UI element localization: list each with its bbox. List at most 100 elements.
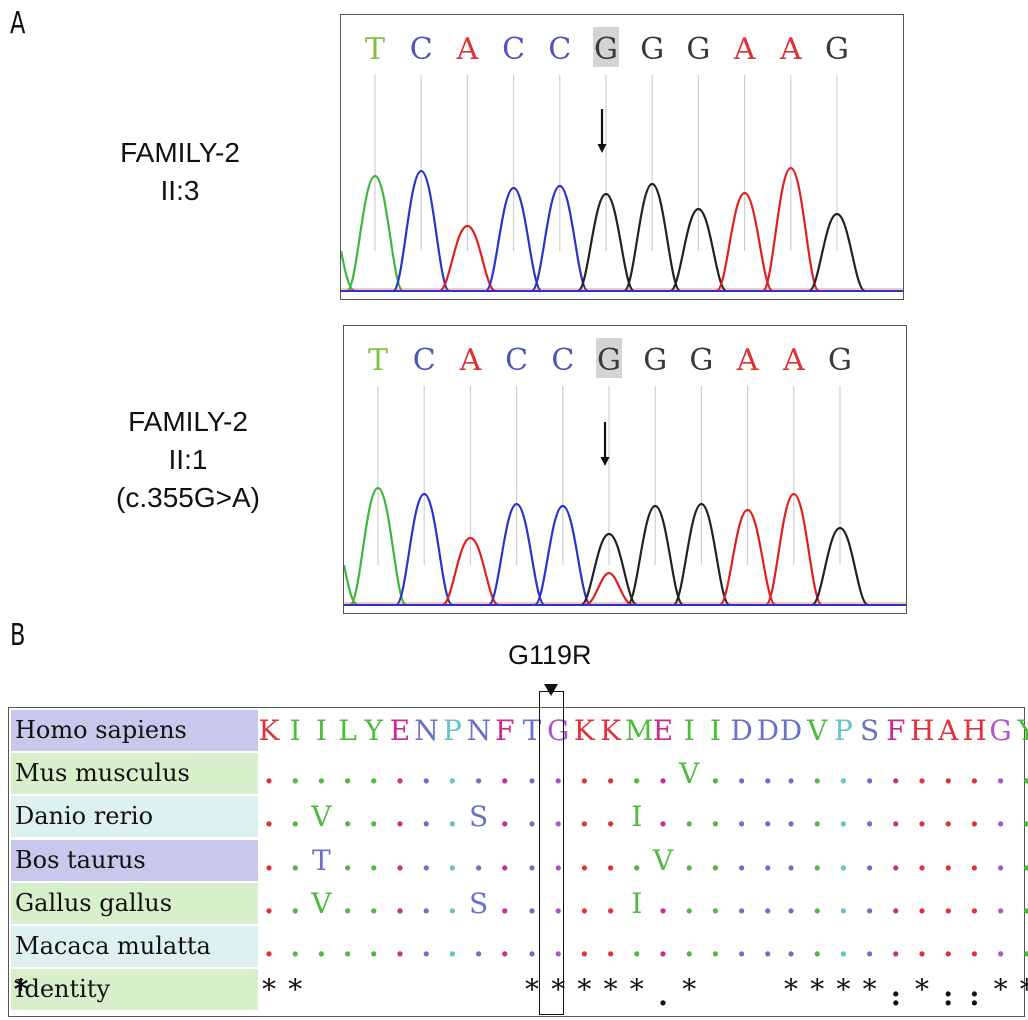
alignment-residue: *: [14, 973, 28, 1007]
alignment-residue: *: [603, 973, 618, 1007]
alignment-residue: .: [710, 843, 721, 877]
trace-peak: [348, 486, 408, 607]
alignment-residue: K: [258, 714, 280, 747]
trace-peak: [672, 502, 731, 607]
alignment-residue: V: [652, 843, 674, 877]
trace-peak: [715, 191, 774, 293]
alignment-residue: .: [890, 930, 901, 963]
alignment-residue: *: [784, 973, 798, 1007]
alignment-residue: .: [710, 800, 721, 834]
alignment-residue: .: [368, 886, 379, 920]
alignment-residue: .: [527, 843, 537, 877]
alignment-residue: .: [342, 757, 353, 791]
alignment-residue: .: [290, 757, 301, 791]
species-label: Macaca mulatta: [11, 926, 258, 967]
alignment-residue: I: [683, 714, 695, 747]
alignment-residue: .: [579, 757, 590, 791]
alignment-residue: .: [631, 843, 642, 877]
alignment-residue: .: [864, 886, 875, 920]
highlight-column-box: [539, 691, 564, 1015]
alignment-residue: .: [1015, 840, 1028, 881]
species-label: Bos taurus: [11, 839, 258, 881]
alignment-residue: .: [969, 800, 980, 834]
alignment-residue: .: [838, 886, 849, 920]
alignment-residue: .: [290, 886, 301, 920]
alignment-residue: .: [290, 843, 301, 877]
alignment-residue: .: [684, 886, 695, 920]
sample-label-line: FAMILY-2: [128, 406, 248, 437]
alignment-residue: I: [631, 886, 643, 920]
alignment-residue: .: [943, 757, 954, 791]
trace-peak: [576, 192, 636, 293]
alignment-residue: .: [264, 757, 274, 791]
alignment-residue: .: [527, 800, 537, 834]
alignment-residue: .: [658, 800, 668, 834]
alignment-residue: V: [311, 800, 332, 834]
alignment-residue: *: [577, 973, 592, 1007]
alignment-residue: *: [993, 973, 1008, 1007]
alignment-residue: V: [807, 714, 828, 747]
alignment-residue: .: [631, 930, 642, 963]
alignment-residue: I: [315, 714, 327, 747]
alignment-residue: Y: [364, 714, 384, 747]
alignment-residue: .: [579, 930, 590, 963]
alignment-residue: *: [525, 973, 539, 1007]
alignment-residue: .: [658, 979, 668, 1013]
alignment-residue: *: [14, 973, 28, 1007]
sample-label-1: FAMILY-2 II:3: [80, 134, 280, 210]
base-call-letter: A: [782, 343, 805, 378]
alignment-residue: .: [605, 930, 616, 963]
alignment-residue: .: [499, 800, 510, 834]
alignment-residue: .: [995, 930, 1006, 963]
alignment-residue: .: [710, 757, 721, 791]
alignment-residue: E: [389, 714, 411, 747]
alignment-residue: .: [368, 843, 379, 877]
trace-peak: [764, 492, 823, 607]
alignment-residue: .: [579, 800, 590, 834]
trace-peak: [487, 502, 546, 607]
alignment-residue: .: [864, 843, 875, 877]
alignment-residue: .: [447, 757, 458, 791]
alignment-residue: *: [682, 973, 697, 1007]
alignment-residue: .: [473, 930, 484, 963]
alignment-residue: .: [710, 930, 721, 963]
trace-peak: [395, 492, 454, 607]
base-call-letter: A: [456, 32, 479, 67]
alignment-residue: :: [969, 979, 980, 1013]
alignment-residue: T: [522, 714, 542, 747]
alignment-residue: .: [890, 757, 901, 791]
trace-edge: [341, 250, 356, 293]
alignment-residue: H: [962, 714, 987, 747]
alignment-residue: .: [786, 886, 796, 920]
alignment-residue: L: [338, 714, 357, 747]
alignment-residue: .: [473, 843, 484, 877]
base-call-letter: A: [736, 343, 759, 378]
alignment-residue: .: [499, 757, 510, 791]
mutation-arrow-icon: [544, 684, 558, 696]
alignment-residue: .: [447, 843, 458, 877]
mutation-label: G119R: [508, 640, 592, 670]
alignment-residue: .: [786, 757, 796, 791]
alignment-residue: V: [311, 886, 332, 920]
sample-label-2: FAMILY-2 II:1 (c.355G>A): [88, 403, 288, 517]
alignment-residue: I: [709, 714, 721, 747]
alignment-residue: .: [969, 843, 980, 877]
alignment-residue: .: [762, 930, 773, 963]
alignment-residue: .: [812, 930, 823, 963]
alignment-residue: .: [605, 757, 616, 791]
alignment-residue: .: [812, 800, 823, 834]
alignment-residue: .: [395, 757, 405, 791]
alignment-residue: .: [421, 886, 432, 920]
species-label: Gallus gallus: [11, 882, 258, 924]
alignment-residue: *: [14, 973, 28, 1007]
alignment-residue: .: [786, 843, 796, 877]
alignment-residue: *: [14, 973, 28, 1007]
alignment-residue: .: [264, 843, 274, 877]
panel-b-letter: B: [10, 618, 26, 653]
alignment-residue: N: [414, 714, 439, 747]
alignment-residue: S: [469, 800, 489, 834]
alignment-residue: .: [316, 930, 327, 963]
alignment-residue: .: [447, 886, 458, 920]
alignment-residue: .: [395, 886, 405, 920]
alignment-residue: .: [1015, 883, 1028, 924]
